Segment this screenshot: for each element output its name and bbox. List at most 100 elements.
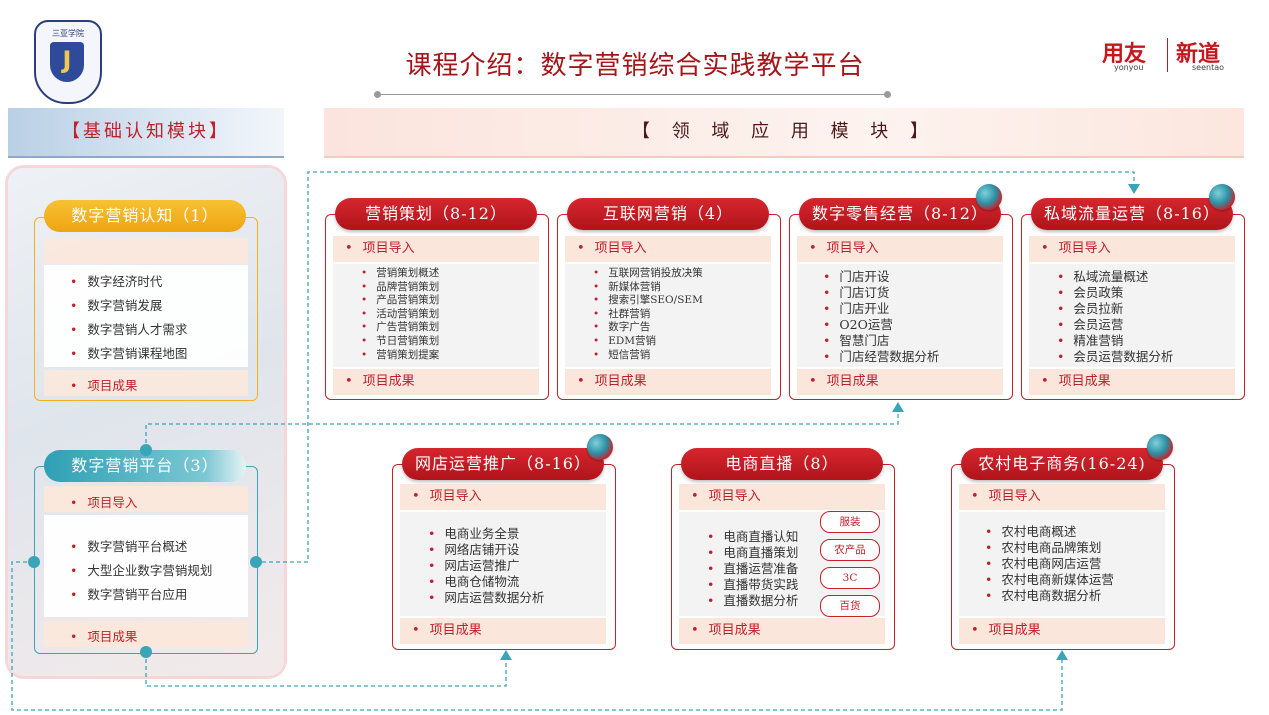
list-item: •会员拉新: [1057, 301, 1124, 316]
connector-node: [140, 444, 152, 456]
intro-strip: •项目导入: [679, 484, 885, 510]
seal-shield-icon: J: [50, 42, 84, 82]
brand-logo-yonyou: 用友: [1102, 42, 1147, 67]
list-item: •农村电商概述: [985, 524, 1077, 539]
list-item: •会员政策: [1057, 285, 1124, 300]
title-underline-dot-right: [884, 91, 891, 98]
intro-strip: [44, 486, 248, 512]
intro-strip: •项目导入: [797, 236, 1003, 262]
list-item: •网店运营数据分析: [428, 590, 545, 605]
list-item: •会员运营: [1057, 317, 1124, 332]
list-item: •直播数据分析: [707, 593, 799, 608]
list-item: •数字经济时代: [70, 274, 163, 289]
list-item: •直播带货实践: [707, 577, 799, 592]
outcome-label: •项目成果: [70, 629, 138, 644]
list-item: •农村电商品牌策划: [985, 540, 1102, 555]
brand-divider: [1167, 38, 1168, 72]
list-item: •精准营销: [1057, 333, 1124, 348]
outcome-strip: •项目成果: [565, 369, 771, 395]
list-item: •门店订货: [823, 285, 890, 300]
list-item: •电商直播策划: [707, 545, 799, 560]
list-item: •数字营销平台应用: [70, 587, 188, 602]
outcome-label: •项目成果: [70, 378, 138, 393]
list-item: •产品营销策划: [361, 294, 440, 307]
outcome-strip: •项目成果: [797, 369, 1003, 395]
list-item: •大型企业数字营销规划: [70, 563, 213, 578]
card-body: [565, 264, 771, 367]
card-body: [333, 264, 539, 367]
list-item: •营销策划提案: [361, 348, 440, 361]
page-title: 课程介绍：数字营销综合实践教学平台: [405, 51, 865, 81]
list-item: •EDM营销: [593, 334, 657, 347]
list-item: •私域流量概述: [1057, 269, 1149, 284]
list-item: •社群营销: [593, 307, 651, 320]
connector-node: [28, 556, 40, 568]
orb-icon: [1209, 184, 1235, 210]
connector-node: [140, 646, 152, 658]
module-title-pill: 互联网营销（4）: [567, 198, 769, 230]
outcome-strip: [44, 621, 248, 647]
outcome-strip: [44, 370, 248, 396]
outcome-strip: •项目成果: [400, 618, 606, 644]
list-item: •新媒体营销: [593, 280, 661, 293]
list-item: •O2O运营: [823, 317, 893, 332]
card-body: [797, 264, 1003, 367]
list-item: •短信营销: [593, 348, 651, 361]
intro-label: •项目导入: [70, 495, 138, 510]
list-item: •门店经营数据分析: [823, 349, 940, 364]
brand-logo-yonyou-sub: yonyou: [1114, 63, 1144, 72]
list-item: •数字营销人才需求: [70, 322, 188, 337]
topic-list: •互联网营销投放决策 •新媒体营销 •搜索引擎SEO/SEM •社群营销 •数字…: [593, 267, 703, 362]
module-title-pill: 营销策划（8-12）: [335, 198, 537, 230]
list-item: •数字营销发展: [70, 298, 163, 313]
card-body: [44, 515, 248, 617]
intro-strip: •项目导入: [1029, 236, 1235, 262]
list-item: •网店运营推广: [428, 558, 520, 573]
application-module-banner: 【 领 域 应 用 模 块 】: [324, 108, 1244, 158]
university-seal-logo: 三亚学院 J: [34, 20, 102, 104]
brand-logo-seentao: 新道: [1176, 42, 1221, 67]
seal-text: 三亚学院: [52, 29, 84, 38]
list-item: •节日营销策划: [361, 334, 440, 347]
list-item: •品牌营销策划: [361, 280, 440, 293]
list-item: •直播运营准备: [707, 561, 799, 576]
title-underline: [376, 94, 888, 95]
module-title-pill: 电商直播（8）: [681, 448, 883, 480]
list-item: •互联网营销投放决策: [593, 267, 703, 279]
module-title-pill: 私域流量运营（8-16）: [1031, 198, 1233, 230]
list-item: •搜索引擎SEO/SEM: [593, 294, 703, 307]
intro-strip: •项目导入: [565, 236, 771, 262]
orb-icon: [587, 434, 613, 460]
module-title-pill: 农村电子商务(16-24): [961, 448, 1163, 480]
intro-strip: •项目导入: [959, 484, 1165, 510]
card-body: [44, 265, 248, 367]
outcome-strip: •项目成果: [959, 618, 1165, 644]
module-title-pill: 数字零售经营（8-12）: [799, 198, 1001, 230]
topic-list: •营销策划概述 •品牌营销策划 •产品营销策划 •活动营销策划 •广告营销策划 …: [361, 267, 439, 362]
outcome-strip: •项目成果: [679, 618, 885, 644]
list-item: •数字营销平台概述: [70, 539, 188, 554]
card-body: [1029, 264, 1235, 367]
list-item: •营销策划概述: [361, 267, 440, 279]
list-item: •广告营销策划: [361, 321, 440, 334]
category-tag: 百货: [820, 595, 880, 617]
list-item: •农村电商网店运营: [985, 556, 1102, 571]
category-tag: 服装: [820, 511, 880, 533]
orb-icon: [1147, 434, 1173, 460]
topic-list: •私域流量概述 •会员政策 •会员拉新 •会员运营 •精准营销 •会员运营数据分…: [1057, 269, 1173, 365]
list-item: •门店开设: [823, 269, 890, 284]
list-item: •智慧门店: [823, 333, 890, 348]
topic-list: •农村电商概述 •农村电商品牌策划 •农村电商网店运营 •农村电商新媒体运营 •…: [985, 524, 1114, 604]
topic-list: •电商直播认知 •电商直播策划 •直播运营准备 •直播带货实践 •直播数据分析: [707, 529, 798, 609]
list-item: •活动营销策划: [361, 307, 440, 320]
topic-list: •电商业务全景 •网络店铺开设 •网店运营推广 •电商仓储物流 •网店运营数据分…: [428, 526, 544, 606]
orb-icon: [976, 184, 1002, 210]
list-item: •电商业务全景: [428, 526, 520, 541]
list-item: •数字广告: [593, 321, 651, 334]
brand-logo-seentao-sub: seentao: [1192, 63, 1225, 72]
list-item: •农村电商新媒体运营: [985, 572, 1114, 587]
card-body: [959, 512, 1165, 616]
intro-strip: •项目导入: [333, 236, 539, 262]
list-item: •网络店铺开设: [428, 542, 520, 557]
